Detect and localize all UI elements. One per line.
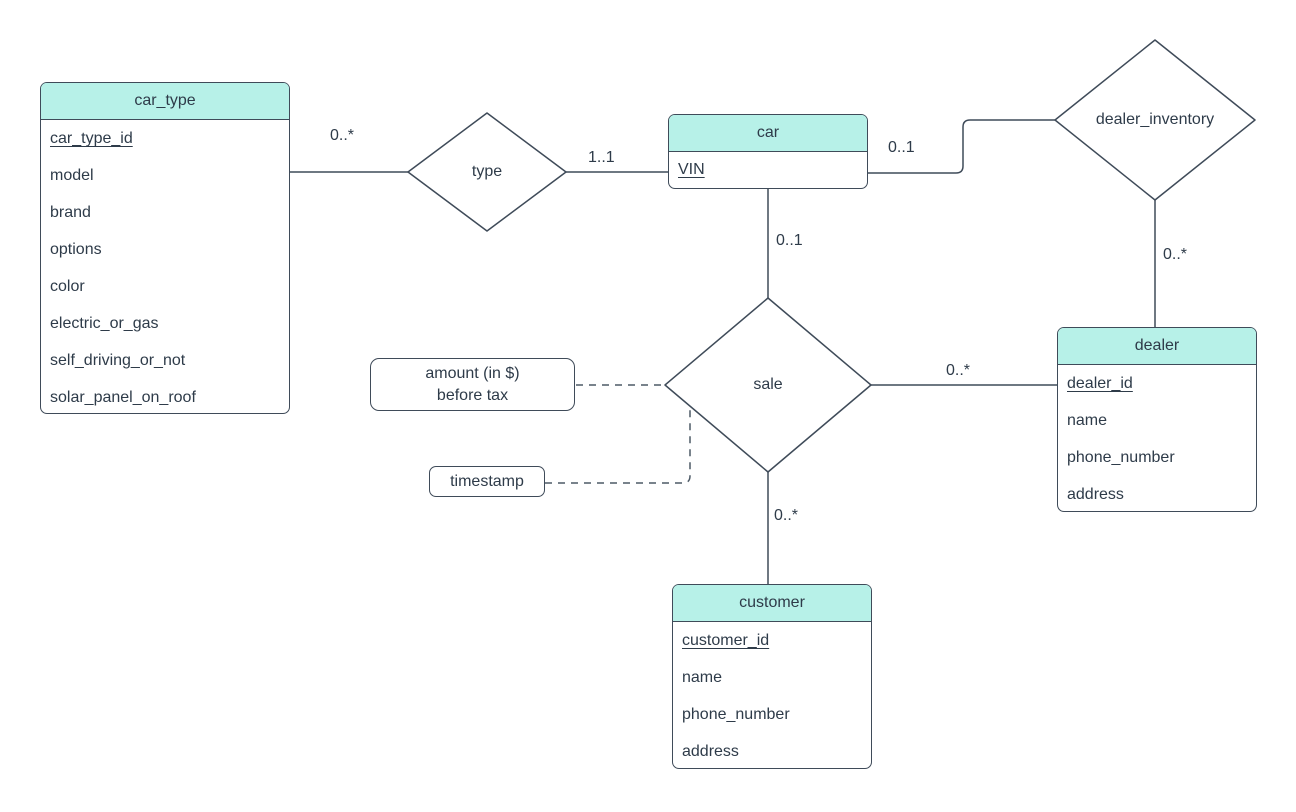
cardinality-type-to-car: 1..1: [588, 149, 615, 166]
attribute-node-amount-line2: before tax: [436, 386, 509, 404]
attribute-customer-phone-number: phone_number: [682, 706, 790, 723]
entity-customer: customer customer_id name phone_number a…: [672, 584, 872, 769]
attribute-customer-address: address: [682, 743, 739, 760]
entity-car-type: car_type car_type_id model brand options…: [40, 82, 290, 414]
attribute-electric-or-gas: electric_or_gas: [50, 315, 159, 332]
attribute-dealer-name: name: [1067, 412, 1108, 429]
type-relationship-diamond: [407, 112, 567, 232]
entity-car-type-title: car_type: [41, 83, 289, 120]
cardinality-car-type-to-type: 0..*: [330, 127, 355, 144]
cardinality-car-to-dealer-inventory: 0..1: [888, 139, 915, 156]
relationship-dealer-inventory-label: dealer_inventory: [1095, 111, 1215, 128]
sale-relationship-diamond: [664, 297, 872, 473]
attribute-car-type-id: car_type_id: [50, 130, 133, 147]
relationship-type-label: type: [471, 163, 503, 180]
attribute-solar-panel-on-roof: solar_panel_on_roof: [50, 389, 196, 406]
attribute-dealer-address: address: [1067, 486, 1124, 503]
entity-dealer-title: dealer: [1058, 328, 1256, 365]
attribute-customer-id: customer_id: [682, 632, 770, 649]
attribute-node-amount-line1: amount (in $): [425, 364, 520, 382]
attribute-customer-name: name: [682, 669, 723, 686]
dealer-inventory-relationship-diamond: [1054, 39, 1256, 201]
attribute-node-timestamp: timestamp: [429, 466, 545, 497]
entity-customer-title: customer: [673, 585, 871, 622]
cardinality-car-to-sale: 0..1: [776, 232, 803, 249]
connector-timestamp-sale-dashed: [545, 409, 691, 484]
attribute-dealer-id: dealer_id: [1067, 375, 1133, 392]
cardinality-sale-to-dealer: 0..*: [946, 362, 971, 379]
attribute-brand: brand: [50, 204, 91, 221]
attribute-options: options: [50, 241, 102, 258]
attribute-self-driving-or-not: self_driving_or_not: [50, 352, 186, 369]
cardinality-dealer-inventory-to-dealer: 0..*: [1163, 246, 1188, 263]
attribute-model: model: [50, 167, 94, 184]
attribute-vin: VIN: [678, 161, 705, 178]
attribute-color: color: [50, 278, 85, 295]
attribute-dealer-phone-number: phone_number: [1067, 449, 1175, 466]
connector-car-dealerinventory: [868, 119, 1055, 174]
cardinality-sale-to-customer: 0..*: [774, 507, 799, 524]
entity-car-title: car: [669, 115, 867, 152]
attribute-node-amount: amount (in $) before tax: [370, 358, 575, 411]
entity-car: car VIN: [668, 114, 868, 189]
relationship-sale-label: sale: [753, 376, 783, 393]
entity-dealer: dealer dealer_id name phone_number addre…: [1057, 327, 1257, 512]
